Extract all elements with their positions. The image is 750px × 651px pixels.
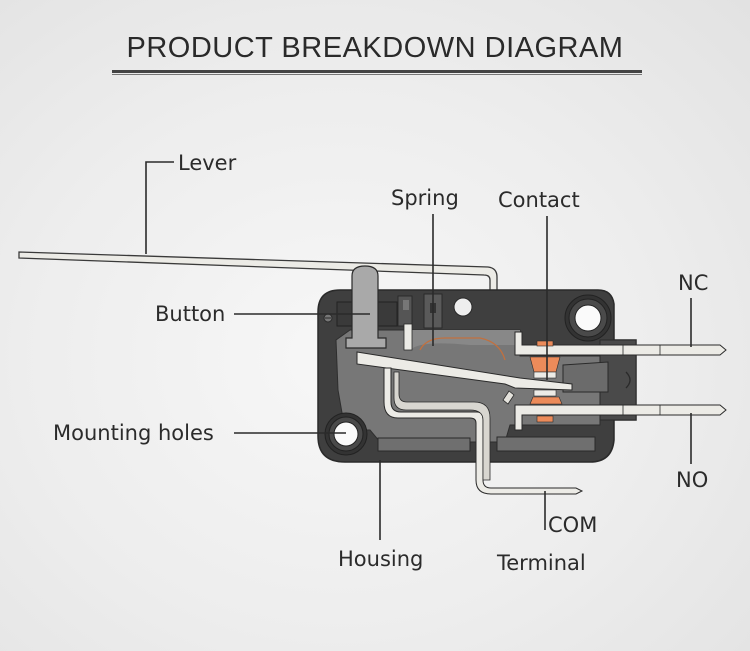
- com-terminal: [383, 367, 584, 495]
- no-terminal: [514, 404, 727, 431]
- title-underline-thin: [112, 74, 642, 75]
- moving-blade: [356, 351, 573, 405]
- label-lever: Lever: [178, 151, 237, 175]
- label-mounting-holes: Mounting holes: [53, 421, 214, 445]
- diagram-title: PRODUCT BREAKDOWN DIAGRAM: [126, 32, 624, 64]
- coil-spring: [419, 337, 506, 361]
- housing-pin-hole: [453, 297, 473, 317]
- title-underline: [112, 70, 642, 73]
- label-no: NO: [676, 468, 708, 492]
- housing-slot-left: [377, 437, 471, 452]
- label-com: COM: [548, 513, 597, 537]
- plunger-button: [336, 265, 398, 349]
- label-contact: Contact: [498, 188, 580, 212]
- nc-terminal: [514, 331, 727, 356]
- mounting-hole-right: [564, 294, 612, 342]
- housing-slot-right: [496, 436, 596, 452]
- contact-points: [529, 340, 563, 423]
- label-spring: Spring: [391, 186, 459, 210]
- label-terminal: Terminal: [496, 551, 586, 575]
- label-button: Button: [155, 302, 225, 326]
- mounting-hole-left: [324, 412, 368, 456]
- label-housing: Housing: [338, 547, 423, 571]
- leader-lever: [145, 161, 174, 254]
- leader-lines: [145, 161, 692, 540]
- label-nc: NC: [678, 271, 708, 295]
